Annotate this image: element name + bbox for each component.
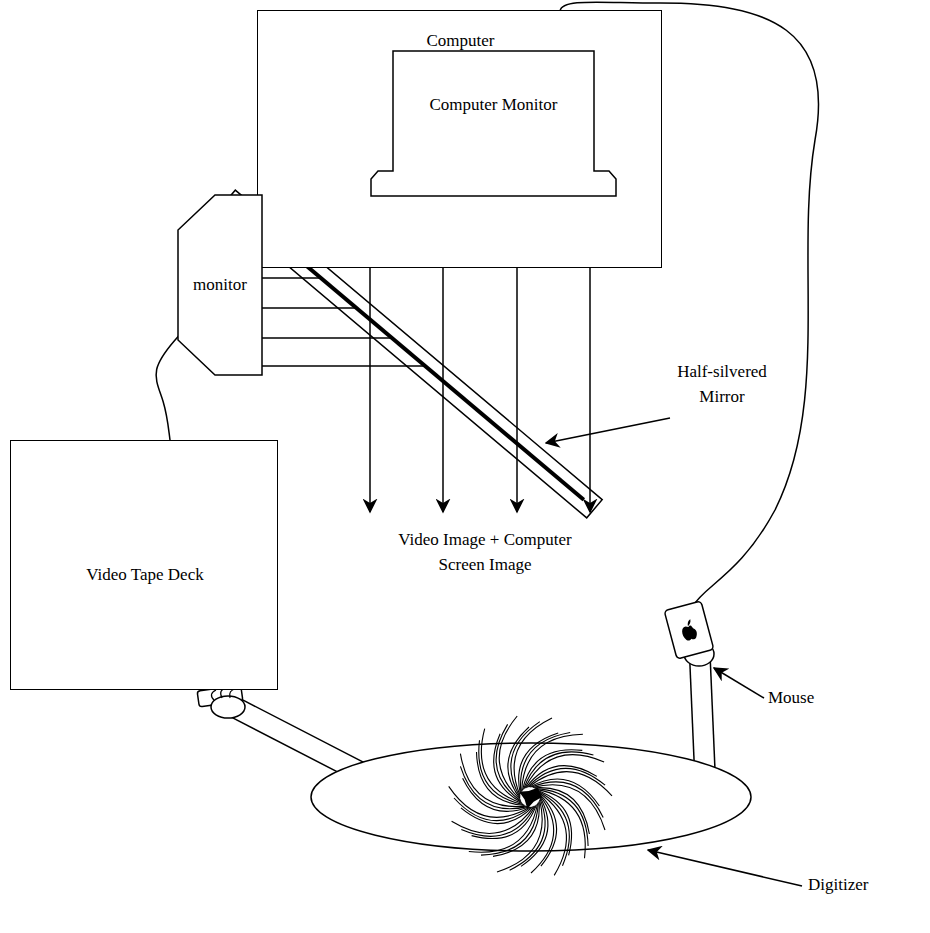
mouse xyxy=(664,601,714,659)
left-arm xyxy=(236,708,360,772)
video-tape-deck: Video Tape Deck xyxy=(10,440,278,690)
hair-strand xyxy=(531,796,554,873)
leader-arrow xyxy=(648,850,802,886)
part-label: Digitizer xyxy=(808,873,868,898)
video-monitor: monitor xyxy=(178,195,266,375)
left-arm xyxy=(236,708,360,772)
computer-monitor-outline xyxy=(371,51,616,196)
part-label: Half-silvered Mirror xyxy=(666,360,778,409)
apple-logo xyxy=(686,619,691,626)
light-ray xyxy=(262,365,425,367)
left-hand xyxy=(211,696,245,718)
output-label: Video Image + Computer Screen Image xyxy=(385,528,585,577)
leader-arrow xyxy=(714,668,764,698)
light-ray xyxy=(262,307,356,309)
node-label: Computer xyxy=(361,29,561,53)
computer-monitor: Computer Monitor xyxy=(371,51,616,196)
hair-strand xyxy=(452,806,535,833)
body xyxy=(311,743,751,851)
head-hair xyxy=(449,716,612,875)
part-label: Mouse xyxy=(768,686,814,711)
video-cable xyxy=(156,335,179,440)
right-arm xyxy=(700,660,705,776)
computer-monitor-outline xyxy=(371,51,616,196)
mouse-body xyxy=(664,601,714,659)
leader-arrow xyxy=(546,418,670,443)
hair-crown xyxy=(519,788,542,809)
apple-logo xyxy=(681,624,698,642)
node-label: Video Tape Deck xyxy=(30,563,260,587)
video-monitor-outline xyxy=(178,195,262,375)
hair-strand xyxy=(537,789,586,858)
node-label: Computer Monitor xyxy=(429,93,559,117)
right-arm xyxy=(700,660,705,776)
node-label: monitor xyxy=(183,273,257,297)
hair-strand xyxy=(524,752,594,790)
light-ray xyxy=(262,277,321,279)
hair-strand xyxy=(539,793,566,876)
light-ray xyxy=(262,337,392,339)
hand-grip xyxy=(697,653,699,655)
person xyxy=(197,601,751,875)
computer-box: ComputerComputer Monitor xyxy=(257,10,662,268)
